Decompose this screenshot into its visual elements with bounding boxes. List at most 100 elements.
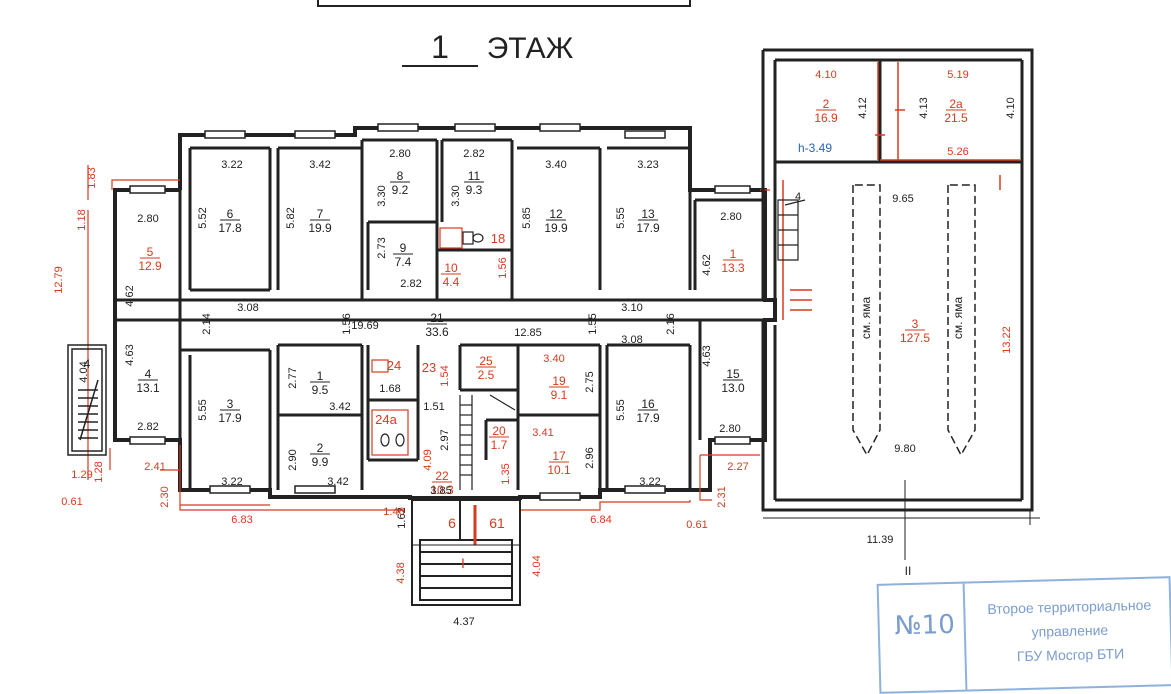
dimension-label: 5.55 — [615, 207, 627, 228]
room-number: 12 — [549, 207, 563, 221]
dimension-label: 12.85 — [514, 327, 542, 339]
dimension-label: 3.22 — [221, 159, 242, 171]
dimension-label: 3.22 — [639, 476, 660, 488]
dimension-label: 1.55 — [587, 313, 599, 334]
dimension-label: 4.10 — [1005, 97, 1017, 118]
entrance-porch — [411, 499, 521, 606]
dimension-label: 1.18 — [76, 209, 88, 230]
dimension-label: 3.30 — [376, 185, 388, 206]
room-area: 17.9 — [218, 411, 242, 425]
interior-walls — [113, 138, 765, 490]
dimension-label: 0.61 — [686, 519, 707, 531]
room-area: 9.3 — [466, 183, 483, 197]
dimension-label: 1.28 — [93, 461, 105, 482]
dimension-label: 2.80 — [389, 148, 410, 160]
dimension-label: 4.63 — [701, 345, 713, 366]
room-number: 17 — [552, 449, 566, 463]
dimension-label: 1.35 — [500, 463, 512, 484]
room-area: 2.5 — [478, 368, 495, 382]
dimension-label: 1.68 — [379, 383, 400, 395]
dimension-label: 4.10 — [815, 69, 836, 81]
stamp-line-1: Второе территориальное — [987, 596, 1152, 617]
label-s4v: 4 — [84, 357, 91, 371]
dimension-label: 2.16 — [665, 313, 677, 334]
label-s18: 18 — [491, 231, 505, 246]
dimension-label: 2.73 — [376, 237, 388, 258]
dimension-label: 13.22 — [1001, 326, 1013, 354]
dimension-label: 2.77 — [287, 367, 299, 388]
room-area: 10.1 — [547, 463, 571, 477]
stamp-line-3: ГБУ Мосгор БТИ — [1016, 645, 1125, 665]
dimension-label: 3.30 — [450, 185, 462, 206]
room-number: 15 — [726, 367, 740, 381]
garage-red-lines — [782, 62, 1020, 320]
dimension-label: 3.08 — [237, 302, 258, 314]
label-sI: I — [461, 555, 465, 571]
dimension-label: 3.40 — [543, 353, 564, 365]
dimension-label: 2.82 — [137, 421, 158, 433]
room-number: 4 — [145, 367, 152, 381]
room-area: 4.4 — [443, 275, 460, 289]
room-number: 25 — [479, 354, 493, 368]
windows — [129, 123, 751, 501]
label-s6: 6 — [448, 515, 456, 531]
dimension-label: 9.65 — [892, 193, 913, 205]
dimension-label: 3.42 — [309, 159, 330, 171]
toilet-fixtures — [371, 227, 484, 456]
room-number: 5 — [147, 245, 154, 259]
dimension-label: 1.54 — [439, 365, 451, 386]
dimension-label: 1.46 — [383, 506, 404, 518]
room-number: 16 — [641, 397, 655, 411]
dimension-label: 3.10 — [621, 302, 642, 314]
inspection-pits — [852, 184, 976, 457]
dimension-label: 1.56 — [497, 257, 509, 278]
room-area: 16.9 — [814, 111, 838, 125]
dimension-label: 1.51 — [423, 401, 444, 413]
room-number: 1 — [730, 247, 737, 261]
dimension-label: 3.40 — [545, 159, 566, 171]
room-number: 8 — [397, 169, 404, 183]
room-area: 9.2 — [392, 183, 409, 197]
dimension-label: 3.42 — [327, 476, 348, 488]
dimension-label: 0.61 — [61, 496, 82, 508]
room-area: 7.4 — [395, 255, 412, 269]
room-area: 127.5 — [900, 331, 930, 345]
room-number: 3 — [912, 317, 919, 331]
dimension-label: 5.55 — [197, 399, 209, 420]
room-area: 12.9 — [138, 259, 162, 273]
dimension-label: 4.37 — [453, 616, 474, 628]
dimension-label: 2.30 — [159, 486, 171, 507]
room-area: 9.9 — [312, 455, 329, 469]
room-area: 17.8 — [218, 221, 242, 235]
label-s24a: 24а — [375, 412, 397, 427]
dimension-label: 5.85 — [521, 207, 533, 228]
label-sII: II — [905, 564, 912, 578]
dimension-label: 2.27 — [727, 461, 748, 473]
bti-stamp: №10 Второе территориальное управление ГБ… — [876, 576, 1171, 694]
dimension-label: 4.13 — [918, 97, 930, 118]
garage-stair — [777, 199, 806, 261]
dimension-label: 4.62 — [124, 285, 136, 306]
dimension-label: 1.56 — [341, 313, 353, 334]
dimension-label: 2.80 — [137, 213, 158, 225]
room-area: 9.1 — [551, 388, 568, 402]
room-number: 2 — [823, 97, 830, 111]
dimension-label: 4.04 — [531, 555, 543, 576]
room-area: 13.1 — [136, 381, 160, 395]
dimension-label: 5.82 — [285, 207, 297, 228]
room-number: 1 — [317, 369, 324, 383]
dimension-label: 3.23 — [637, 159, 658, 171]
dimension-label: 4.38 — [395, 562, 407, 583]
room-number: 7 — [317, 207, 324, 221]
dimension-label: 5.19 — [947, 69, 968, 81]
dimension-label: 2.75 — [584, 371, 596, 392]
room-area: 21.5 — [944, 111, 968, 125]
room-area: 19.9 — [544, 221, 568, 235]
dimension-label: 12.79 — [53, 266, 65, 294]
room-area: 13.0 — [721, 381, 745, 395]
dimension-label: 5.55 — [615, 399, 627, 420]
dimension-label: 1.62 — [396, 507, 408, 528]
